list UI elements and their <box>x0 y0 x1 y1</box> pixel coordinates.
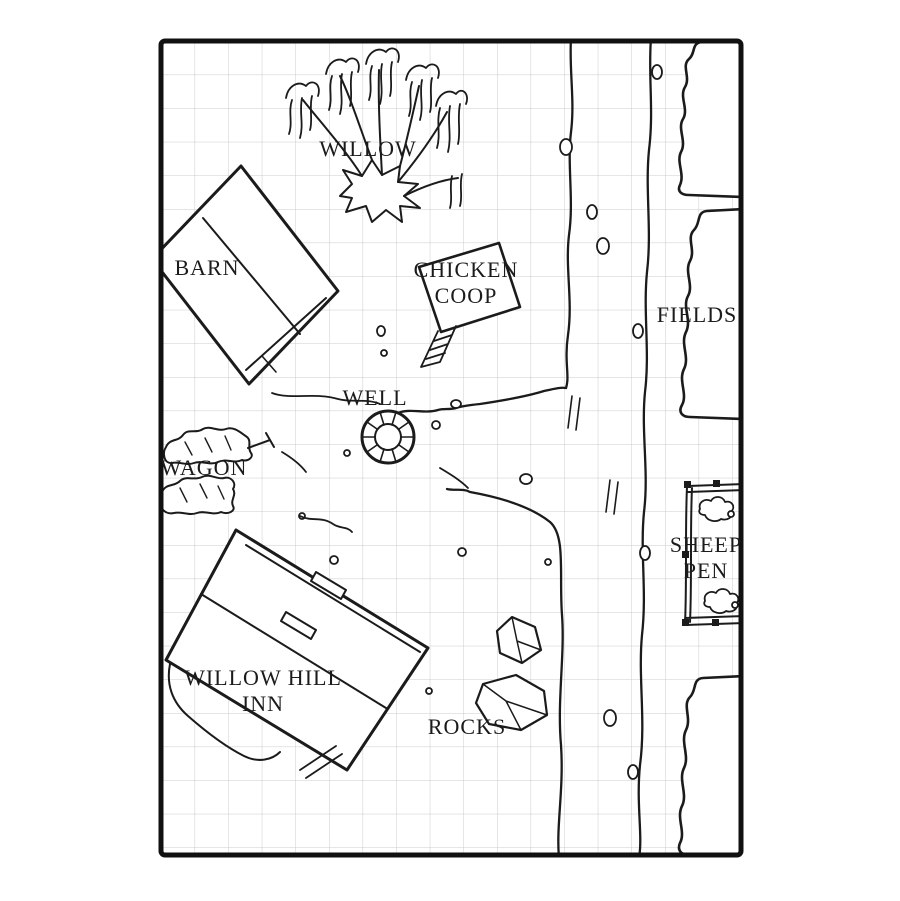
well-drawing <box>360 409 416 465</box>
label-barn: BARN <box>174 255 240 281</box>
label-willow: WILLOW <box>319 136 417 162</box>
wagon-drawing <box>161 426 275 515</box>
field-patches <box>677 41 741 855</box>
label-inn-line1: WILLOW HILL <box>184 665 342 691</box>
label-inn-line2: INN <box>241 691 285 716</box>
willow-tree <box>285 47 468 223</box>
pebbles <box>298 64 663 780</box>
label-sheep-pen-line2: PEN <box>683 558 729 583</box>
label-chicken-coop-line1: CHICKEN <box>413 257 519 283</box>
label-wagon: WAGON <box>160 455 248 481</box>
chicken-coop-building <box>417 241 522 368</box>
barn-building <box>161 164 340 386</box>
sheep <box>698 496 740 614</box>
label-chicken-coop-line2: COOP <box>434 283 498 308</box>
label-rocks: ROCKS <box>427 714 507 740</box>
label-fields: FIELDS <box>656 302 738 328</box>
label-inn: WILLOW HILL INN <box>184 665 342 717</box>
label-sheep-pen: SHEEP PEN <box>670 532 742 584</box>
label-chicken-coop: CHICKEN COOP <box>414 257 519 309</box>
inn-building <box>164 528 430 779</box>
ground-squiggles <box>271 392 469 533</box>
sheep-pen-fence <box>682 480 741 626</box>
road <box>396 41 653 855</box>
rocks-drawing <box>474 615 549 732</box>
label-well: WELL <box>342 385 408 411</box>
label-sheep-pen-line1: SHEEP <box>669 532 743 558</box>
map-border <box>158 38 744 858</box>
